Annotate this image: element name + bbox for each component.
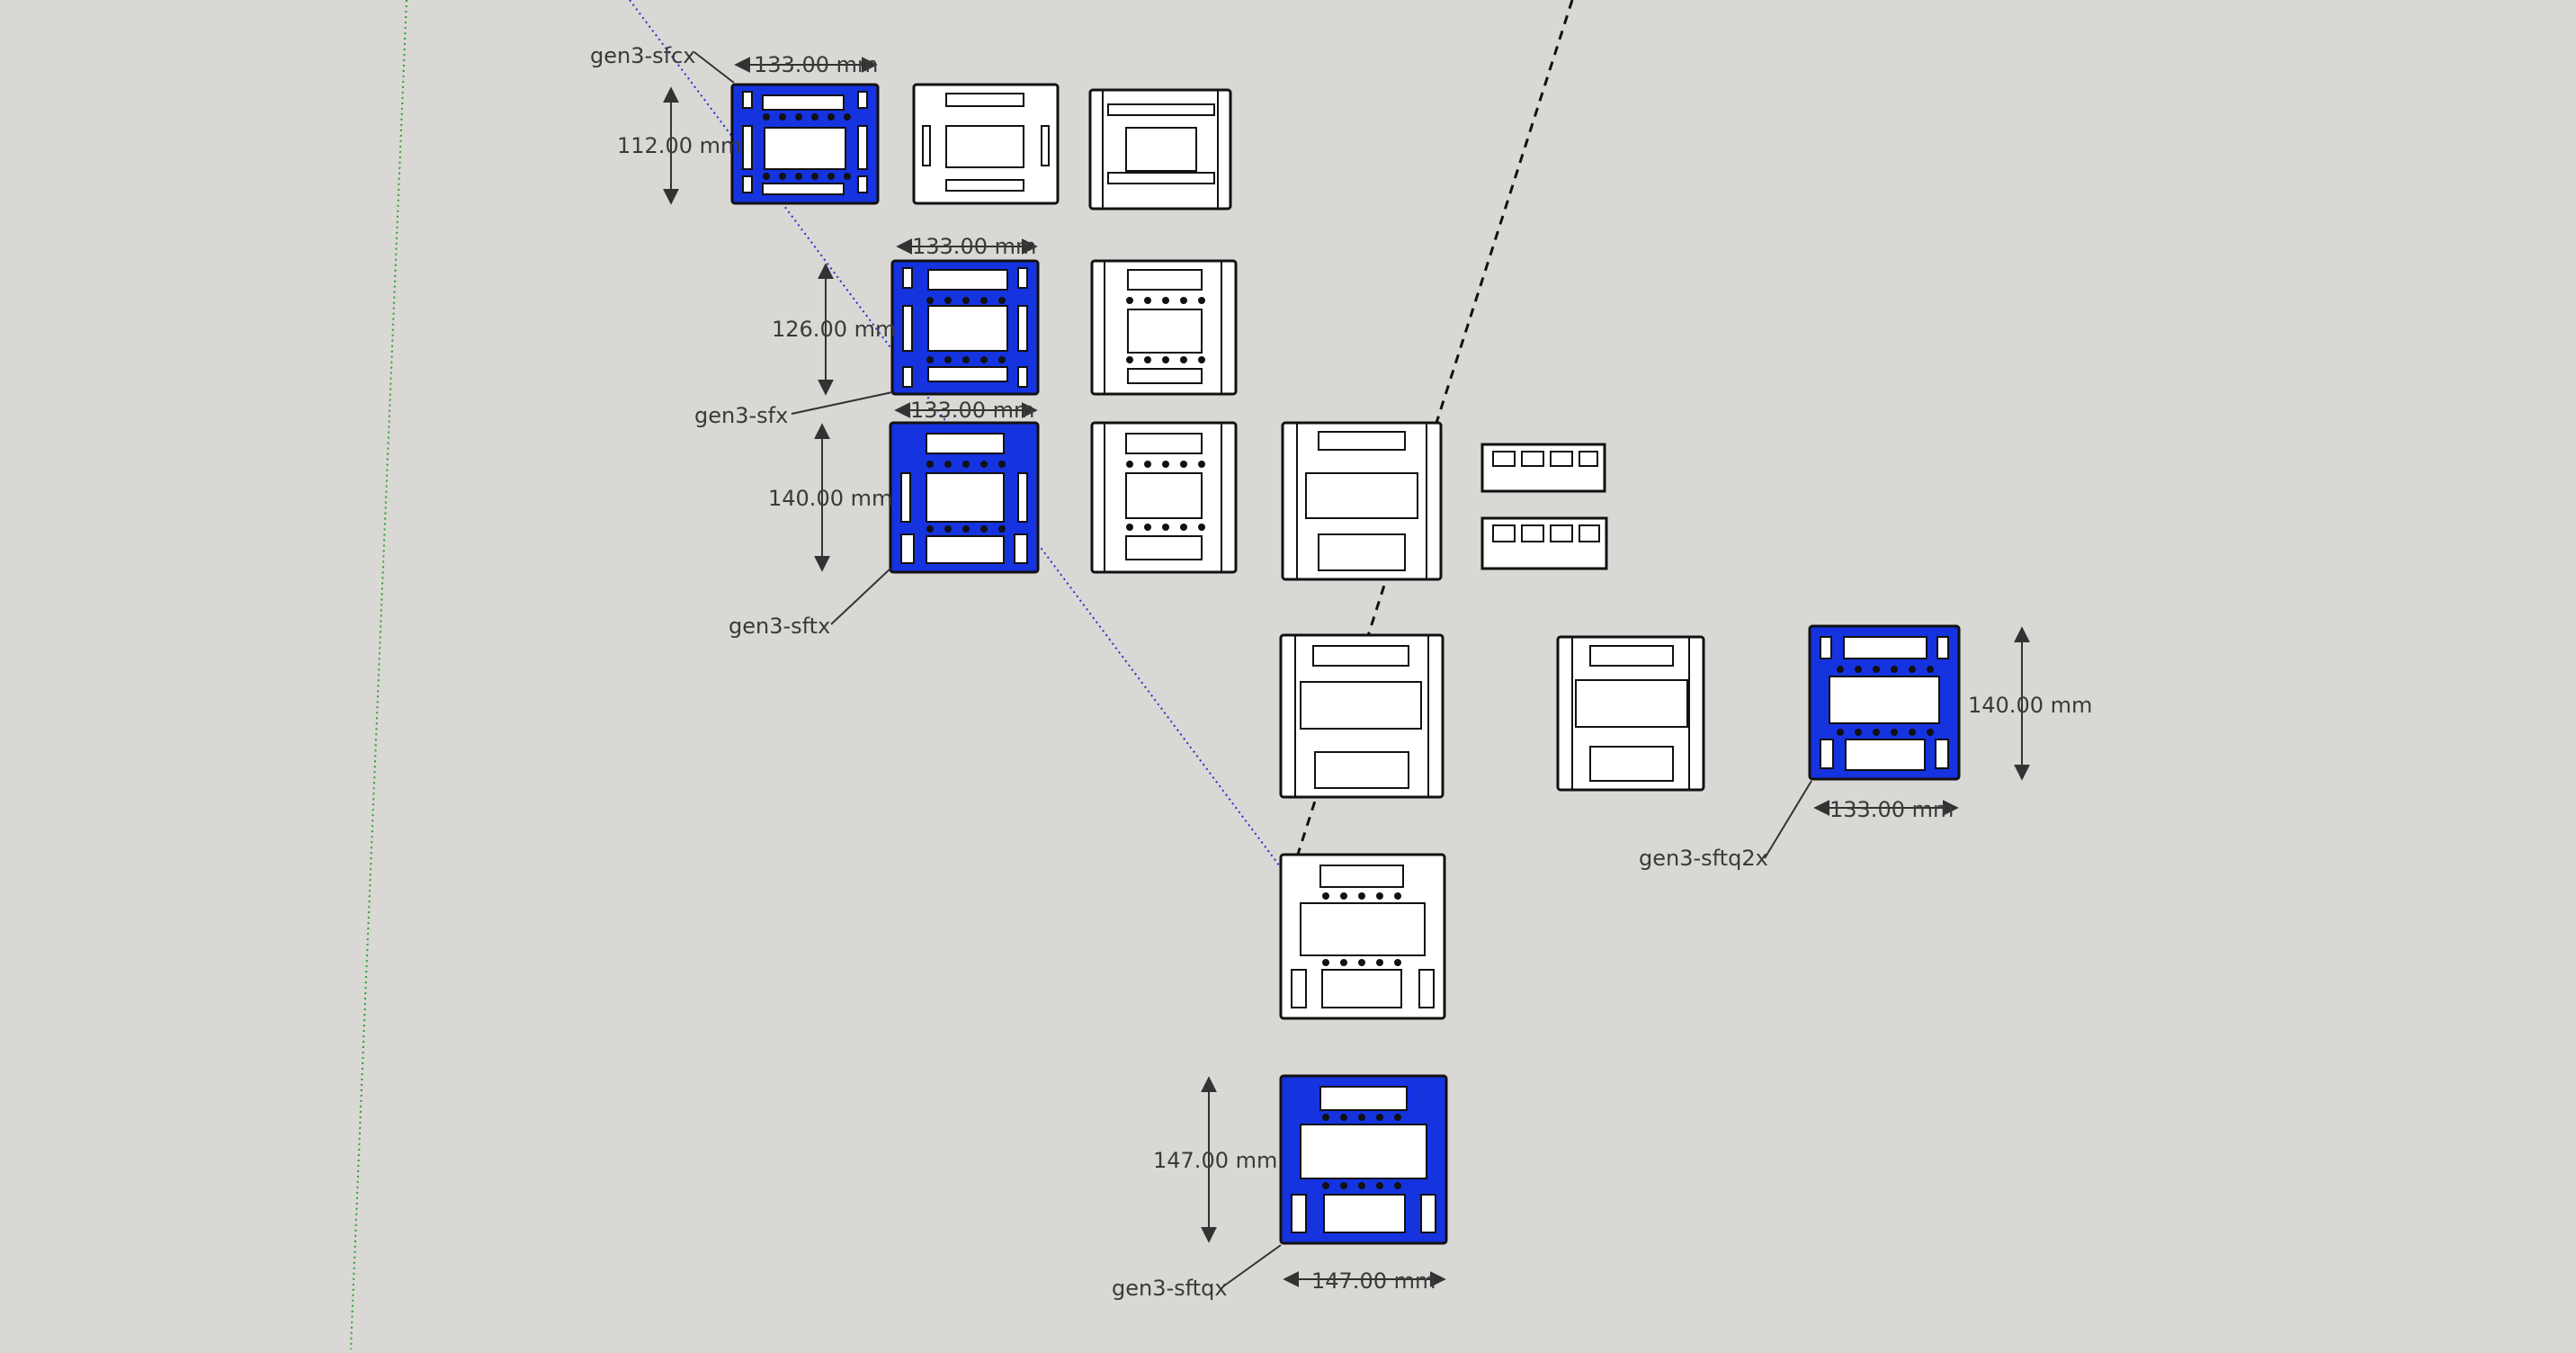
label-sfcx-text: gen3-sfcx [590,43,696,68]
dim-sfcx-width[interactable]: 133.00 mm [734,52,878,77]
dim-sfx-width-text: 133.00 mm [912,234,1036,259]
label-sftq2x[interactable]: gen3-sftq2x [1639,780,1812,871]
part-sftq-copy-frame-b[interactable] [1556,635,1705,792]
part-sfcx-copy-white[interactable] [912,83,1060,205]
part-sftx-copy-frame[interactable] [1281,421,1443,581]
label-sfx[interactable]: gen3-sfx [694,391,893,428]
label-sftqx[interactable]: gen3-sftqx [1112,1244,1282,1301]
dim-sfx-width[interactable]: 133.00 mm [896,234,1038,259]
part-sftq-copy-frame-a[interactable] [1279,633,1445,799]
label-sfcx[interactable]: gen3-sfcx [590,43,735,84]
green-axis [350,0,407,1350]
label-sftx[interactable]: gen3-sftx [729,568,891,639]
dim-sftq2x-width-text: 133.00 mm [1829,797,1954,822]
dim-sftqx-height[interactable]: 147.00 mm [1153,1076,1277,1243]
dim-sfcx-height-text: 112.00 mm [617,133,741,158]
part-sftq2x-selected[interactable] [1808,624,1961,781]
dim-sftq2x-height[interactable]: 140.00 mm [1968,626,2092,781]
label-sfx-text: gen3-sfx [694,403,788,428]
dim-sfx-height-text: 126.00 mm [772,317,896,342]
part-sfx-copy-white[interactable] [1090,259,1238,396]
label-sftqx-text: gen3-sftqx [1112,1276,1228,1301]
dim-sftqx-width[interactable]: 147.00 mm [1283,1268,1446,1294]
part-sfcx-copy-frame[interactable] [1088,88,1232,211]
dim-sftx-width[interactable]: 133.00 mm [894,398,1038,423]
part-small-upper[interactable] [1480,443,1606,493]
dim-sftx-height[interactable]: 140.00 mm [768,423,892,572]
dim-sftqx-height-text: 147.00 mm [1153,1148,1277,1173]
part-sftx-selected[interactable] [889,421,1040,574]
dim-sftq2x-width[interactable]: 133.00 mm [1813,797,1959,822]
dim-sftx-height-text: 140.00 mm [768,486,892,511]
hole-dots [763,113,1934,1189]
label-sftx-text: gen3-sftx [729,614,830,639]
part-sftx-copy-white[interactable] [1090,421,1238,574]
part-sftqx-copy-white[interactable] [1279,853,1446,1020]
part-sftqx-selected[interactable] [1279,1074,1448,1245]
part-sfx-selected[interactable] [890,259,1040,396]
dim-sfx-height[interactable]: 126.00 mm [772,263,896,396]
part-small-lower[interactable] [1480,516,1608,570]
dim-sfcx-height[interactable]: 112.00 mm [617,86,741,205]
label-sftq2x-text: gen3-sftq2x [1639,846,1768,871]
part-sfcx-selected[interactable] [730,83,880,205]
dim-sftqx-width-text: 147.00 mm [1311,1268,1436,1294]
dim-sftq2x-height-text: 140.00 mm [1968,693,2092,718]
dim-sfcx-width-text: 133.00 mm [754,52,878,77]
dim-sftx-width-text: 133.00 mm [910,398,1034,423]
